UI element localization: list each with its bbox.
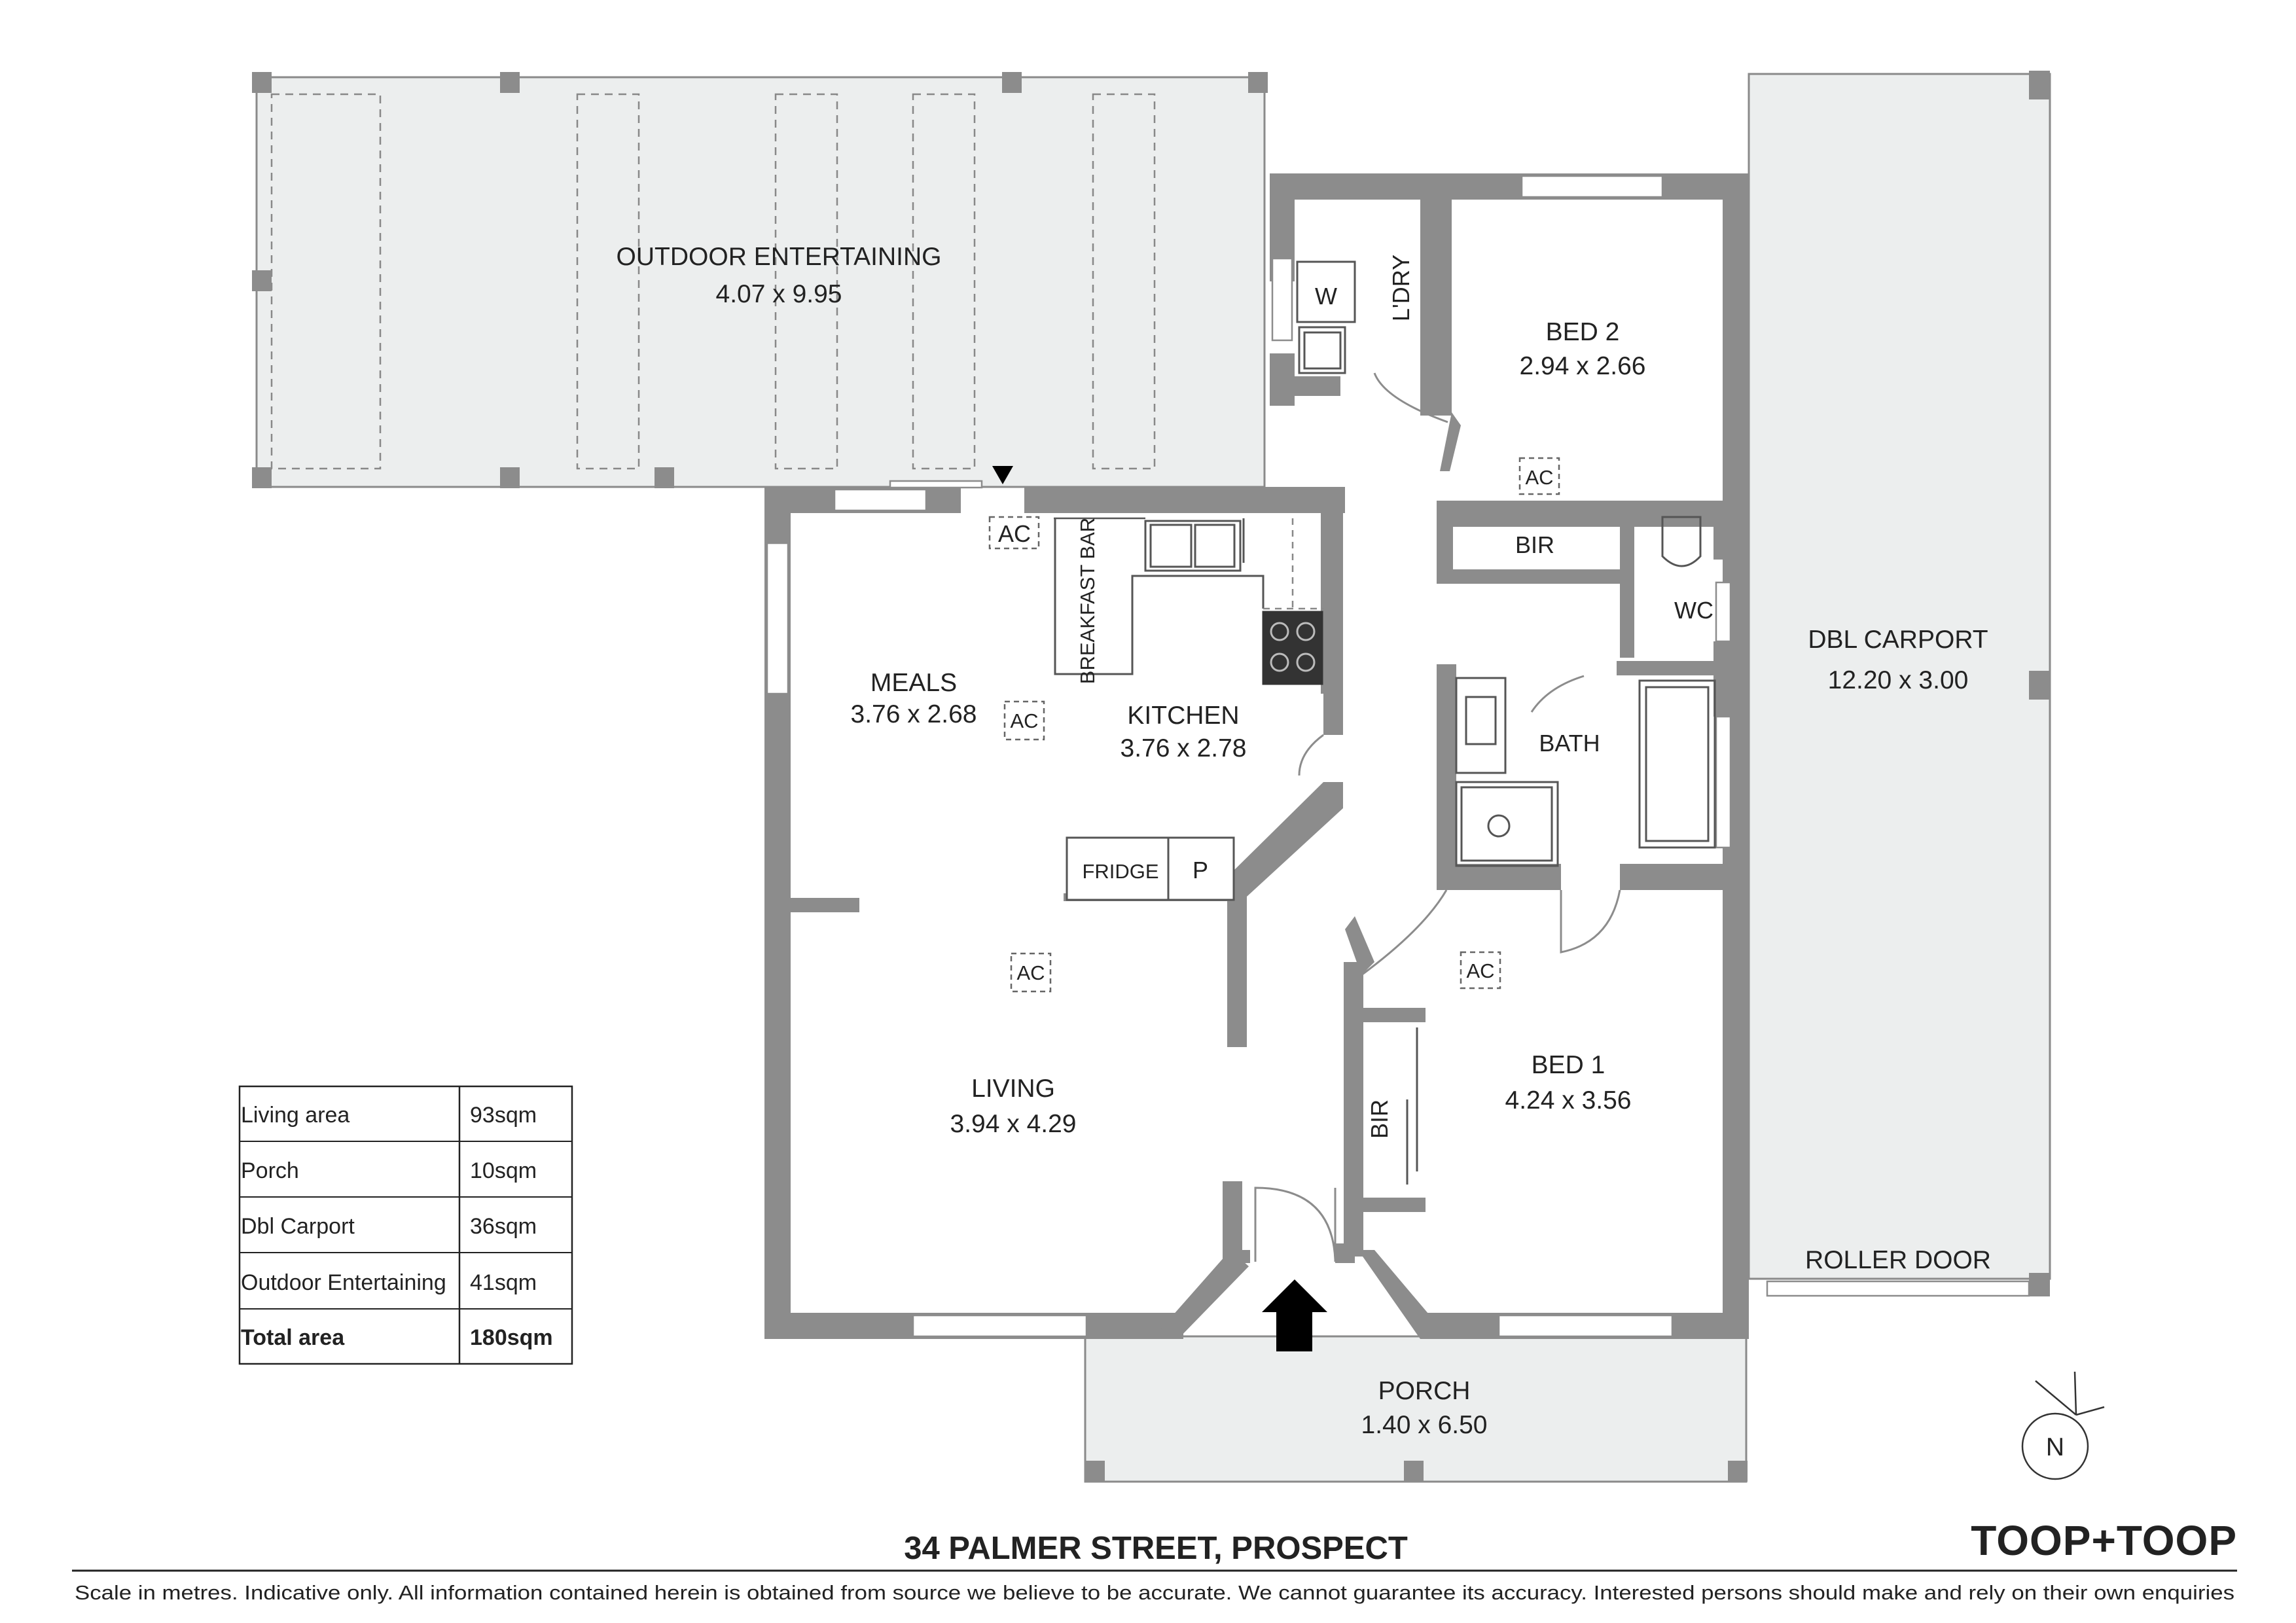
cooktop-burners (1270, 622, 1316, 672)
breakfast-bar-label: BREAKFAST BAR (1076, 518, 1099, 684)
entry-arrow-icon (1262, 1279, 1327, 1351)
carport-dims: 12.20 x 3.00 (1828, 666, 1969, 694)
doors (1254, 372, 1621, 1262)
kitchen-label: KITCHEN (1127, 702, 1239, 730)
wc-label: WC (1674, 597, 1713, 624)
area-label-carport: Dbl Carport (241, 1214, 355, 1239)
washer-label: W (1315, 283, 1337, 310)
ac-label-living: AC (1016, 961, 1045, 984)
outdoor-entertaining-dims: 4.07 x 9.95 (716, 280, 842, 308)
porch-area (1084, 1335, 1748, 1483)
windows (766, 175, 2030, 1338)
outdoor-entertaining-area (252, 72, 1268, 488)
porch-label: PORCH (1378, 1377, 1471, 1405)
ac-label-bed2: AC (1525, 466, 1553, 489)
north-label: N (2046, 1433, 2064, 1461)
area-value-porch: 10sqm (470, 1158, 537, 1183)
kitchen-dims: 3.76 x 2.78 (1121, 734, 1247, 762)
bed1-label: BED 1 (1532, 1051, 1605, 1079)
ac-label-meals: AC (1010, 709, 1038, 732)
pantry-label: P (1193, 857, 1208, 883)
living-label: LIVING (971, 1075, 1055, 1103)
meals-dims: 3.76 x 2.68 (851, 700, 977, 728)
area-label-total: Total area (241, 1325, 345, 1350)
carport-label: DBL CARPORT (1808, 626, 1988, 654)
area-label-outdoor: Outdoor Entertaining (241, 1270, 446, 1295)
area-label-porch: Porch (241, 1158, 299, 1183)
porch-dims: 1.40 x 6.50 (1361, 1411, 1488, 1439)
area-value-outdoor: 41sqm (470, 1270, 537, 1295)
area-label-living: Living area (241, 1103, 350, 1128)
area-value-carport: 36sqm (470, 1214, 537, 1239)
roller-door-label: ROLLER DOOR (1805, 1246, 1991, 1274)
bir-bed1-label: BIR (1366, 1099, 1393, 1139)
bed2-dims: 2.94 x 2.66 (1520, 352, 1646, 380)
property-address: 34 PALMER STREET, PROSPECT (904, 1531, 1408, 1566)
carport-area (1748, 71, 2051, 1296)
bed1-dims: 4.24 x 3.56 (1505, 1086, 1632, 1115)
brand-logo: TOOP+TOOP (1971, 1517, 2237, 1564)
fridge-label: FRIDGE (1082, 860, 1158, 883)
ac-label-kitchen: AC (998, 520, 1031, 547)
ac-units (988, 457, 1560, 993)
area-value-total: 180sqm (470, 1325, 553, 1350)
fixtures (1054, 260, 1716, 1185)
bed2-label: BED 2 (1546, 318, 1620, 346)
north-compass-icon (2021, 1371, 2105, 1480)
bath-label: BATH (1539, 730, 1600, 757)
bir-bed2-label: BIR (1515, 531, 1554, 558)
walls (764, 173, 1749, 1339)
laundry-label: L'DRY (1388, 255, 1414, 321)
indicator-arrow-icon (992, 466, 1013, 484)
outdoor-entertaining-label: OUTDOOR ENTERTAINING (617, 243, 942, 271)
area-value-living: 93sqm (470, 1103, 537, 1128)
meals-label: MEALS (870, 669, 957, 697)
living-dims: 3.94 x 4.29 (950, 1110, 1077, 1138)
ac-label-bed1: AC (1466, 959, 1494, 982)
area-table: Living area 93sqm Porch 10sqm Dbl Carpor… (238, 1085, 573, 1365)
disclaimer-text: Scale in metres. Indicative only. All in… (75, 1581, 2234, 1604)
